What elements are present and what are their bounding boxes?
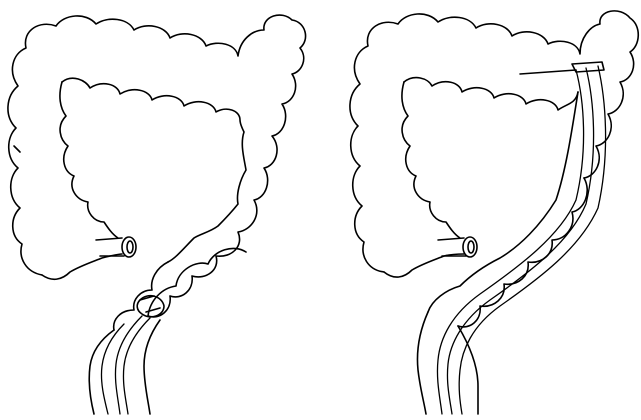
right-guidewire — [520, 70, 576, 74]
left-sigmoid-outer — [148, 248, 246, 316]
left-panel — [8, 15, 306, 414]
right-ileocecal-opening — [463, 237, 477, 257]
right-colon-outer — [350, 11, 638, 272]
left-rectum-outer-right — [144, 320, 160, 414]
left-ileocecal-opening — [122, 237, 136, 257]
right-scope-line-1 — [437, 70, 583, 414]
right-rectum-outer-left — [417, 312, 428, 414]
right-colon-inner — [404, 78, 578, 110]
left-cecum-lower — [42, 254, 122, 279]
left-edge-tick — [14, 146, 20, 152]
right-panel — [350, 11, 638, 414]
right-rectum-outer-right — [458, 326, 478, 414]
left-scope-line-1 — [115, 316, 142, 414]
left-ascending-inner — [60, 82, 118, 238]
right-descending-wall — [458, 178, 587, 327]
right-ascending-inner — [402, 82, 460, 238]
left-scope-line-2 — [123, 318, 150, 414]
right-sigmoid-inner-wall — [428, 92, 578, 312]
left-colon-inner — [62, 78, 246, 262]
right-cecum-lower — [384, 254, 464, 277]
left-ileum-tube — [96, 238, 124, 256]
